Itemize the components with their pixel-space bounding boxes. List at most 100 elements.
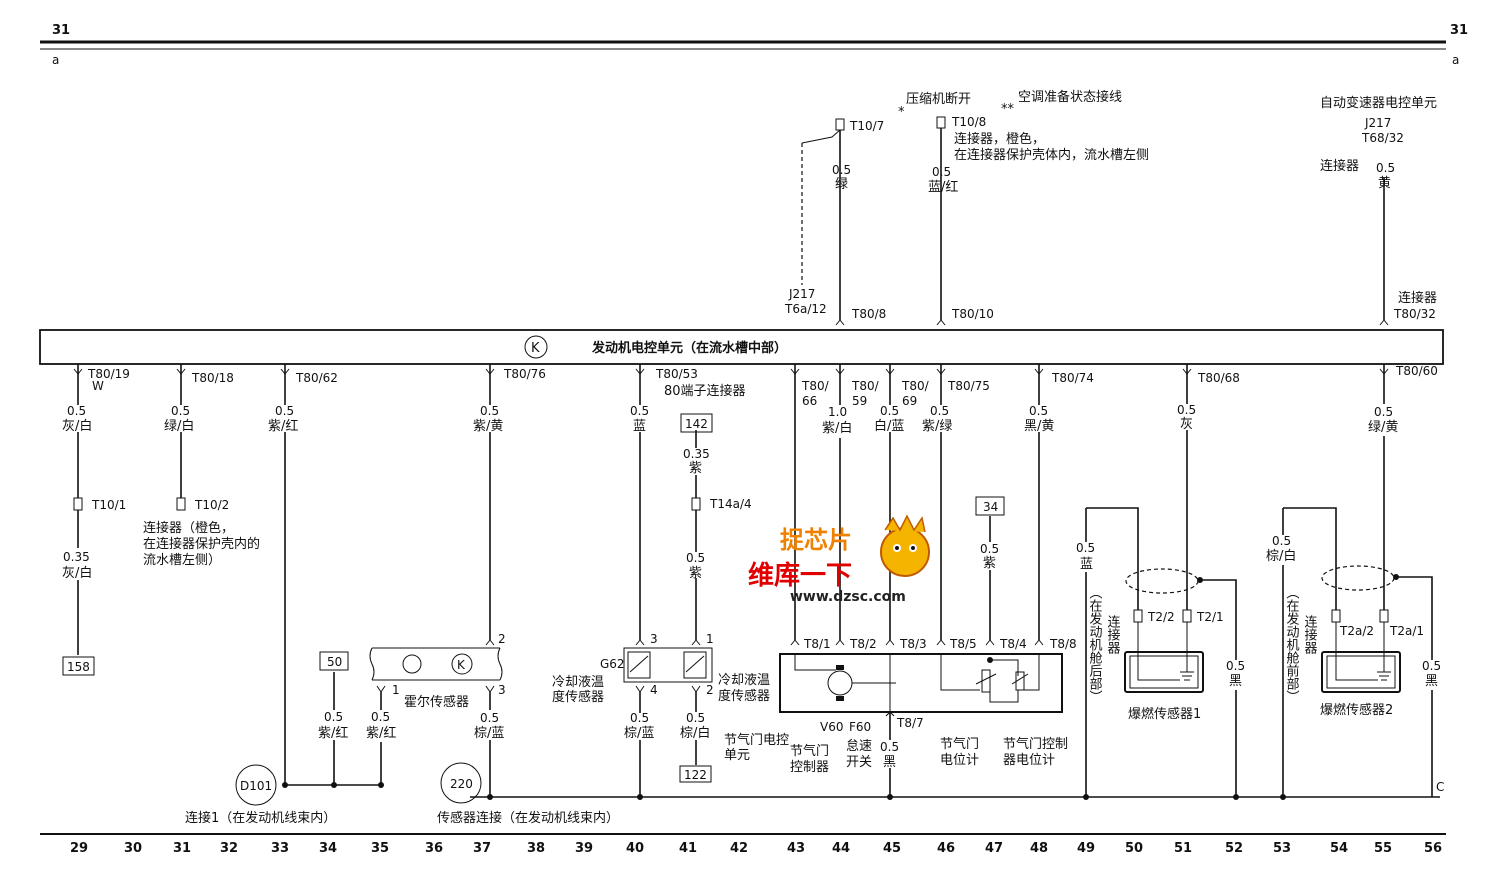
ref-box-158 [62, 656, 95, 676]
ecu-box: K 发动机电控单元（在流水槽中部） [39, 329, 1444, 365]
reference-boxes: 158 142 34 50 122 D101 220 [62, 413, 1005, 806]
column-number: 33 [271, 841, 289, 856]
wire-31-color: 绿/白 [164, 418, 194, 434]
label-t68-32: T68/32 [1361, 131, 1404, 145]
wire-45-color: 白/蓝 [874, 418, 904, 434]
pin-t80-53-desc: 80端子连接器 [664, 383, 746, 399]
column-number: 53 [1273, 841, 1291, 856]
ref-122: 122 [684, 768, 707, 782]
wire-41c-color: 棕/白 [680, 725, 710, 741]
wire-40-size: 0.5 [630, 404, 649, 418]
wire-37-color: 紫/黄 [473, 419, 503, 434]
label-t6a-12: T6a/12 [784, 302, 827, 316]
tb-ctrl-label-b: 控制器 [790, 760, 829, 775]
wire-46-color: 紫/绿 [922, 419, 952, 434]
tb-unit-label-b: 单元 [724, 748, 750, 763]
column-number: 52 [1225, 841, 1243, 856]
column-number: 34 [319, 841, 337, 856]
ecu-pin-labels: T80/19 W T80/18 T80/62 T80/76 T80/53 80端… [87, 364, 1438, 408]
star-compressor: * [898, 105, 905, 120]
column-number: 55 [1374, 841, 1392, 856]
sheet-number-right: 31 [1450, 23, 1468, 38]
connector-vertical-2: 连接器 [1302, 614, 1318, 655]
watermark-url: www.dzsc.com [790, 589, 906, 605]
pin-t80-59-b: 59 [852, 394, 867, 408]
wire-37b-size: 0.5 [480, 711, 499, 725]
pin-t80-66-a: T80/ [801, 379, 830, 393]
tps-label-a: 节气门 [940, 736, 979, 752]
ground-conn1-label: 连接1（在发动机线束内） [185, 810, 336, 826]
pin-t80-66-b: 66 [802, 394, 817, 408]
ref-142: 142 [685, 417, 708, 431]
label-t8-7: T8/7 [896, 716, 924, 730]
wire-49-size: 0.5 [1076, 541, 1095, 555]
wire-40b-color: 棕/蓝 [624, 726, 654, 741]
label-t8-2: T8/2 [849, 637, 877, 651]
wire-48-color: 黑/黄 [1024, 419, 1054, 434]
hall-k-icon [451, 653, 473, 675]
knock-sensor-1: T2/2 T2/1 爆燃传感器1 [1124, 568, 1224, 722]
row-letter-right: a [1452, 53, 1459, 67]
tb-pin-arrows [790, 639, 1044, 717]
wire-41-color: 紫 [689, 461, 702, 476]
label-compressor-off: 压缩机断开 [906, 91, 971, 107]
label-t10-8: T10/8 [951, 115, 986, 129]
column-number: 47 [985, 841, 1003, 856]
wire-47-color: 紫 [983, 556, 996, 571]
wire-44-size: 1.0 [828, 405, 847, 419]
wire-51-size: 0.5 [1177, 403, 1196, 417]
wire-41b-size: 0.5 [686, 551, 705, 565]
knock-sensor-1-label: 爆燃传感器1 [1128, 706, 1201, 722]
pin-t80-19-w: W [92, 379, 104, 393]
cts1-label-b: 度传感器 [552, 689, 604, 705]
label-v60: V60 [820, 720, 843, 734]
label-t10-7: T10/7 [849, 119, 884, 133]
hall-pin-2: 2 [498, 632, 506, 646]
knock-sensor-2: T2a/2 T2a/1 爆燃传感器2 [1320, 565, 1424, 718]
desc-t10-2-line3: 流水槽左侧） [143, 553, 221, 568]
pin-t80-69-b: 69 [902, 394, 917, 408]
label-t14a-4: T14a/4 [709, 497, 752, 511]
watermark: 捉芯片 维库一下 www.dzsc.com [748, 514, 930, 605]
label-t2-2: T2/2 [1147, 610, 1175, 624]
wire-37-size: 0.5 [480, 404, 499, 418]
wire-40b-size: 0.5 [630, 711, 649, 725]
wire-labels: 0.5 灰/白 0.5 绿/白 0.5 紫/红 0.5 紫/黄 0.5 蓝 1.… [62, 403, 1441, 770]
label-f60: F60 [849, 720, 871, 734]
tb-unit-label-a: 节气门电控 [724, 732, 789, 748]
column-number: 42 [730, 841, 748, 856]
ref-34: 34 [983, 500, 998, 514]
wire-29b-color: 灰/白 [62, 565, 92, 581]
label-tcu: 自动变速器电控单元 [1320, 95, 1437, 111]
pin-t80-19: T80/19 [87, 367, 130, 381]
connector-icon-t14a-4 [691, 497, 701, 511]
label-t2a-2: T2a/2 [1339, 624, 1374, 638]
wire-52-size: 0.5 [1226, 659, 1245, 673]
hall-pin-1: 1 [392, 683, 400, 697]
ref-box-34 [975, 496, 1005, 516]
ref-box-122 [679, 765, 712, 783]
desc-t10-2-line2: 在连接器保护壳内的 [143, 536, 260, 552]
wire-34-color: 紫/红 [318, 725, 348, 741]
ecu-k-symbol-icon [524, 335, 548, 359]
wire-51-color: 灰 [1180, 417, 1193, 432]
throttle-body-unit: T8/1 T8/2 T8/3 T8/5 T8/4 T8/8 T8/7 V60 F… [724, 637, 1077, 775]
ecu-k-symbol: K [531, 341, 540, 356]
cts-pin-1: 1 [706, 632, 714, 646]
label-connector-b: 连接器 [1398, 290, 1437, 306]
ref-d101: D101 [240, 779, 272, 793]
connector-icon-t2a-1 [1379, 609, 1389, 623]
hall-pin-3: 3 [498, 683, 506, 697]
wire-53-size: 0.5 [1272, 534, 1291, 548]
column-number: 46 [937, 841, 955, 856]
label-t2-1: T2/1 [1196, 610, 1224, 624]
label-t10-2: T10/2 [194, 498, 229, 512]
column-number: 50 [1125, 841, 1143, 856]
connector-vertical-1: 连接器 [1105, 614, 1121, 655]
tpc-label-a: 节气门控制 [1003, 736, 1068, 752]
connectors: T10/1 T10/2 连接器（橙色， 在连接器保护壳内的 流水槽左侧） T14… [73, 497, 752, 568]
g62-pin-4: 4 [650, 683, 658, 697]
wire-yellow-size: 0.5 [1376, 161, 1395, 175]
wire-37b-color: 棕/蓝 [474, 726, 504, 741]
label-t10-1: T10/1 [91, 498, 126, 512]
